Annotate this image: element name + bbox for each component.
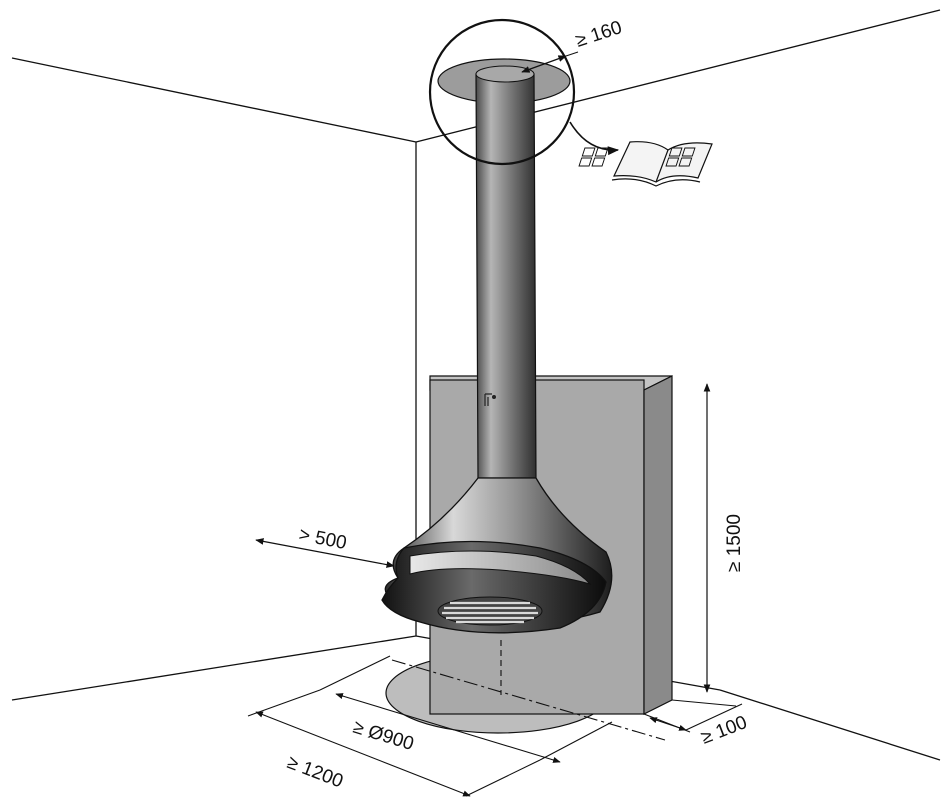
dim-flue-clearance-label: ≥ 160 (573, 17, 625, 52)
dim-side-clearance: > 500 (255, 524, 395, 568)
dim-panel-height-label: ≥ 1500 (724, 514, 745, 572)
fire-grate (437, 596, 543, 626)
dim-hearth-depth-label: ≥ 1200 (284, 752, 346, 792)
dim-panel-gap (643, 699, 743, 733)
fireplace-inner-wall (409, 550, 592, 585)
pipe-marking-icon (484, 393, 497, 406)
leader-arrow (569, 121, 620, 156)
dim-hearth-depth (247, 689, 541, 797)
magnifier-circle (428, 18, 576, 166)
center-axis (391, 640, 666, 741)
dim-panel-height: ≥ 1500 (703, 383, 745, 693)
dim-hearth-diameter-label: ≥ Ø900 (351, 717, 417, 755)
open-book-icon (578, 141, 713, 187)
dim-panel-gap-label: ≥ 100 (698, 712, 750, 749)
flue-pipe (475, 68, 537, 479)
